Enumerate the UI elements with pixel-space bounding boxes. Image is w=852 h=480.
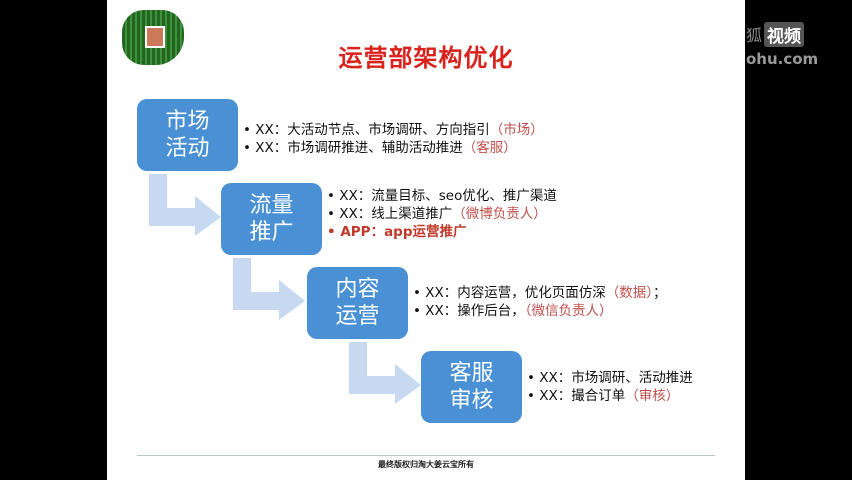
list-item: • XX：线上渠道推广（微博负责人） <box>327 206 547 222</box>
bent-arrow-icon <box>233 258 305 320</box>
stage-label: 内容 运营 <box>335 277 380 329</box>
stage-box-traffic-promotion: 流量 推广 <box>221 183 322 255</box>
stage-label: 市场 活动 <box>165 109 210 161</box>
list-item-highlight: • APP：app运营推广 <box>327 224 467 240</box>
list-item: • XX：市场调研推进、辅助活动推进（客服） <box>243 140 517 156</box>
list-item: • XX：市场调研、活动推进 <box>527 370 693 386</box>
stage-box-content-operations: 内容 运营 <box>307 267 408 339</box>
bent-arrow-icon <box>149 174 221 236</box>
stage-items-1: • XX：大活动节点、市场调研、方向指引（市场） • XX：市场调研推进、辅助活… <box>243 121 544 157</box>
bent-arrow-icon <box>349 342 421 404</box>
avatar <box>145 26 165 48</box>
stage-items-3: • XX：内容运营，优化页面仿深（数据）； • XX：操作后台，（微信负责人） <box>413 284 667 320</box>
footer-divider <box>137 455 715 456</box>
stage-label: 客服 审核 <box>449 361 494 413</box>
list-item: • XX：流量目标、seo优化、推广渠道 <box>327 188 557 204</box>
stage-items-4: • XX：市场调研、活动推进 • XX：撮合订单（审核） <box>527 369 693 405</box>
footer-text: 最终版权归淘大姜云宝所有 <box>378 460 474 469</box>
list-item: • XX：大活动节点、市场调研、方向指引（市场） <box>243 122 544 138</box>
qr-code-icon <box>122 10 184 65</box>
stage-box-market-activity: 市场 活动 <box>137 99 238 171</box>
list-item: • XX：撮合订单（审核） <box>527 388 680 404</box>
stage-label: 流量 推广 <box>249 193 294 245</box>
list-item: • XX：操作后台，（微信负责人） <box>413 303 613 319</box>
stage-items-2: • XX：流量目标、seo优化、推广渠道 • XX：线上渠道推广（微博负责人） … <box>327 187 557 241</box>
list-item: • XX：内容运营，优化页面仿深（数据）； <box>413 285 667 301</box>
watermark-logo: 狐 视频 ohu.com <box>746 20 852 75</box>
slide: 运营部架构优化 市场 活动 • XX：大活动节点、市场调研、方向指引（市场） •… <box>107 0 745 480</box>
page-title: 运营部架构优化 <box>338 44 514 72</box>
stage-box-customer-service-review: 客服 审核 <box>421 351 522 423</box>
